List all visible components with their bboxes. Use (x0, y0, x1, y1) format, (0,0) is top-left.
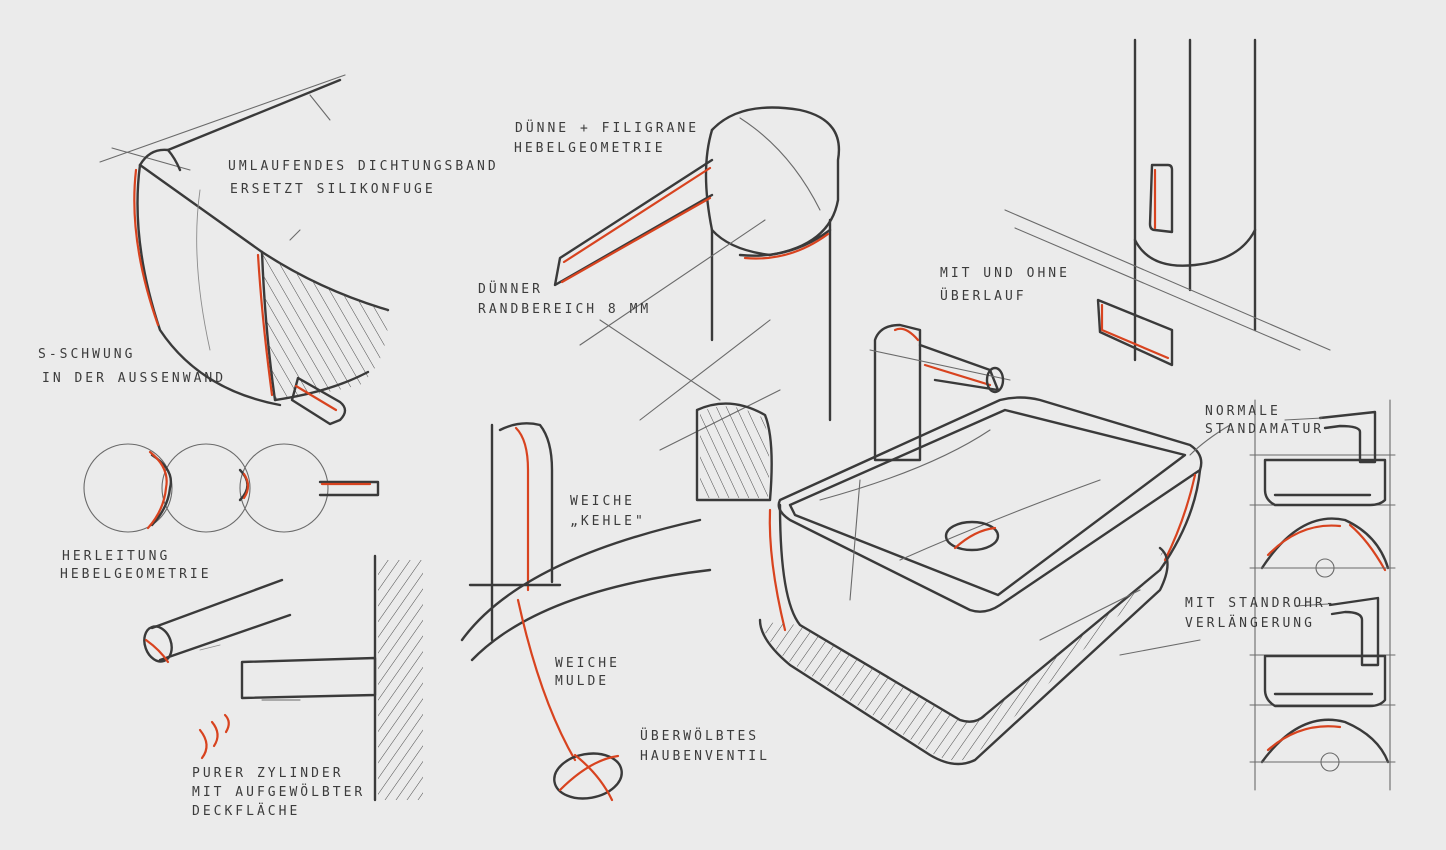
lever-derivation-sketch (83, 443, 380, 533)
label-normale-1: Normale (1205, 404, 1281, 419)
label-haube-2: Haubenventil (640, 749, 770, 764)
label-normale-2: Standamatur (1205, 422, 1324, 437)
label-herleitung-2: Hebelgeometrie (60, 567, 212, 582)
annotations: Umlaufendes Dichtungsband ersetzt Siliko… (38, 119, 1337, 819)
label-ueberlauf-2: Überlauf (940, 287, 1027, 304)
label-zylinder-1: Purer Zylinder (192, 766, 344, 781)
leader-lines (1189, 417, 1329, 607)
wall-spout-sketch (198, 554, 423, 802)
standard-tap-sketch (1249, 399, 1396, 791)
label-herleitung-1: Herleitung (62, 549, 170, 564)
label-schwung-1: S-Schwung (38, 347, 135, 362)
label-kehle-2: „Kehle" (570, 514, 646, 529)
label-rand-2: Randbereich 8 mm (478, 302, 651, 317)
label-filigran-1: Dünne + filigrane (515, 119, 699, 136)
cylinder-sketch (143, 578, 292, 664)
label-zylinder-3: Deckfläche (192, 803, 300, 819)
label-rand-1: Dünner (478, 280, 543, 297)
label-standrohr-2: verlängerung (1185, 615, 1315, 631)
label-standrohr-1: Mit Standrohr- (1185, 596, 1337, 611)
label-mulde-1: Weiche (555, 656, 620, 671)
label-mulde-2: Mulde (555, 674, 609, 689)
standpipe-tap-sketch (1249, 596, 1396, 772)
label-dichtungsband-2: ersetzt Silikonfuge (230, 182, 436, 197)
label-zylinder-2: mit aufgewölbter (192, 783, 365, 800)
label-schwung-2: in der Außenwand (42, 371, 226, 386)
label-kehle-1: Weiche (570, 494, 635, 509)
label-ueberlauf-1: Mit und ohne (940, 266, 1070, 281)
overflow-sketch (1004, 38, 1331, 367)
cove-detail-sketch (460, 422, 712, 802)
label-dichtungsband-1: Umlaufendes Dichtungsband (228, 159, 499, 174)
vessel-basin-sketch (758, 323, 1203, 766)
label-haube-1: Überwölbtes (640, 727, 759, 744)
lever-tap-sketch (553, 106, 841, 502)
basin-corner-sketch (99, 74, 390, 426)
label-filigran-2: Hebelgeometrie (514, 141, 666, 156)
